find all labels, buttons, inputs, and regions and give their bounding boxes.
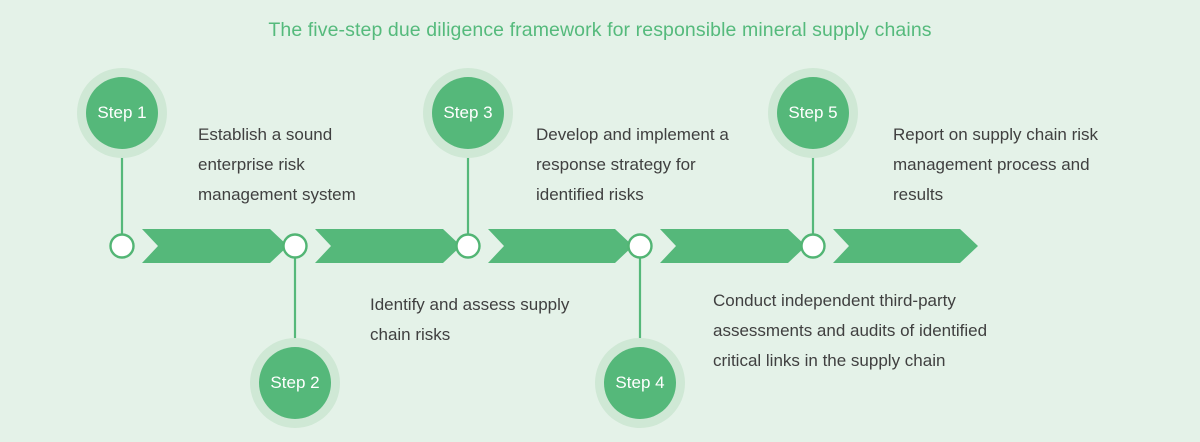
- step-label-5: Step 5: [788, 103, 838, 122]
- step-bubble-inner-1: Step 1: [86, 77, 158, 149]
- timeline-node-5: [800, 233, 826, 259]
- step-bubble-4[interactable]: Step 4: [595, 338, 685, 428]
- page-title: The five-step due diligence framework fo…: [268, 19, 932, 41]
- step-description-2: Identify and assess supply chain risks: [370, 295, 570, 344]
- step-bubble-inner-4: Step 4: [604, 347, 676, 419]
- step-description-4: Conduct independent third-party assessme…: [713, 291, 988, 370]
- step-description-3: Develop and implement a response strateg…: [536, 125, 729, 204]
- step-label-2: Step 2: [270, 373, 320, 392]
- timeline-node-1: [109, 233, 135, 259]
- step-bubble-5[interactable]: Step 5: [768, 68, 858, 158]
- step-bubble-inner-3: Step 3: [432, 77, 504, 149]
- timeline-arrow-2: [315, 229, 461, 263]
- timeline-arrow-1: [142, 229, 288, 263]
- timeline-node-4: [627, 233, 653, 259]
- timeline-node-2: [282, 233, 308, 259]
- step-bubble-1[interactable]: Step 1: [77, 68, 167, 158]
- timeline-node-3: [455, 233, 481, 259]
- step-description-5: Report on supply chain risk management p…: [893, 125, 1099, 204]
- timeline-arrow-3: [488, 229, 633, 263]
- timeline-arrow-5: [833, 229, 978, 263]
- step-bubble-inner-5: Step 5: [777, 77, 849, 149]
- step-bubble-2[interactable]: Step 2: [250, 338, 340, 428]
- step-label-3: Step 3: [443, 103, 493, 122]
- step-bubble-inner-2: Step 2: [259, 347, 331, 419]
- step-description-1: Establish a sound enterprise risk manage…: [198, 125, 356, 204]
- timeline-arrow-4: [660, 229, 806, 263]
- step-label-4: Step 4: [615, 373, 665, 392]
- step-bubble-3[interactable]: Step 3: [423, 68, 513, 158]
- step-label-1: Step 1: [97, 103, 147, 122]
